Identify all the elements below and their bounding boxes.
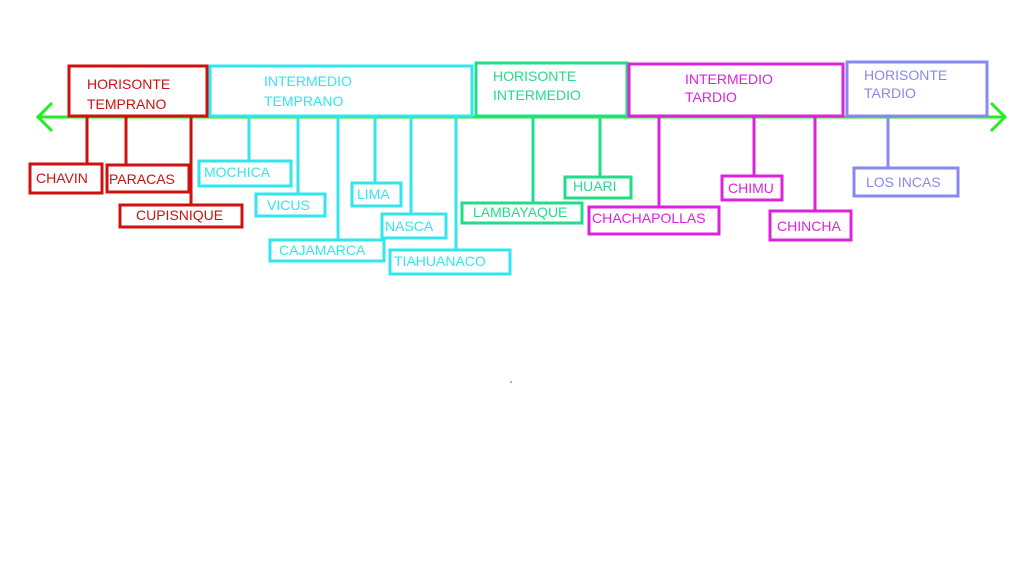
period-label-line: INTERMEDIO — [264, 73, 352, 89]
period-label-line: INTERMEDIO — [493, 87, 581, 103]
period-label-line: TEMPRANO — [87, 96, 166, 112]
culture-vicus: VICUS — [254, 192, 327, 218]
culture-box — [563, 175, 633, 200]
culture-box — [28, 162, 104, 195]
culture-cupisnique: CUPISNIQUE — [118, 203, 244, 229]
culture-label: CHIMU — [728, 180, 774, 196]
cultures: CHAVIN PARACAS CUPISNIQUE MOCHICA VICUS CAJAM… — [28, 159, 960, 276]
period-label-line: TEMPRANO — [264, 93, 343, 109]
culture-label: CHAVIN — [36, 170, 88, 186]
culture-label: TIAHUANACO — [394, 253, 486, 269]
culture-chachapollas: CHACHAPOLLAS — [587, 205, 721, 236]
culture-box — [105, 163, 191, 194]
culture-lima: LIMA — [350, 181, 403, 208]
culture-box — [388, 248, 512, 276]
period-horizonte-temprano: HORISONTE TEMPRANO — [67, 64, 209, 118]
culture-label: CUPISNIQUE — [136, 207, 223, 223]
culture-huari: HUARI — [563, 175, 633, 200]
culture-box — [380, 212, 448, 240]
culture-box — [460, 201, 584, 225]
culture-los-incas: LOS INCAS — [852, 166, 960, 198]
period-intermedio-temprano: INTERMEDIO TEMPRANO — [208, 64, 474, 118]
period-horizonte-intermedio: HORISONTE INTERMEDIO — [474, 61, 629, 118]
culture-nasca: NASCA — [380, 212, 448, 240]
period-label-line: TARDIO — [864, 85, 916, 101]
culture-label: LOS INCAS — [866, 174, 941, 190]
culture-label: LIMA — [357, 186, 390, 202]
culture-box — [197, 159, 293, 188]
arrow-left-icon — [35, 101, 54, 133]
culture-mochica: MOCHICA — [197, 159, 293, 188]
culture-chincha: CHINCHA — [768, 209, 853, 242]
period-intermedio-tardio: INTERMEDIO TARDIO — [627, 62, 845, 118]
period-label-line: HORISONTE — [87, 76, 170, 92]
culture-box — [587, 205, 721, 236]
arrow-right-icon — [989, 101, 1008, 133]
culture-label: VICUS — [267, 197, 310, 213]
period-label-line: INTERMEDIO — [685, 71, 773, 87]
culture-label: PARACAS — [109, 171, 175, 187]
culture-label: NASCA — [385, 218, 434, 234]
culture-label: CAJAMARCA — [279, 242, 366, 258]
period-label-line: HORISONTE — [493, 68, 576, 84]
period-label-line: HORISONTE — [864, 67, 947, 83]
culture-label: CHINCHA — [777, 218, 841, 234]
culture-chimu: CHIMU — [720, 174, 784, 202]
culture-box — [852, 166, 960, 198]
stray-dot — [510, 381, 512, 383]
period-box — [67, 64, 209, 118]
culture-cajamarca: CAJAMARCA — [268, 238, 386, 263]
culture-box — [118, 203, 244, 229]
culture-label: CHACHAPOLLAS — [592, 210, 706, 226]
culture-box — [720, 174, 784, 202]
culture-box — [254, 192, 327, 218]
culture-label: MOCHICA — [204, 164, 271, 180]
culture-lambayaque: LAMBAYAQUE — [460, 201, 584, 225]
period-box — [845, 60, 989, 118]
culture-label: LAMBAYAQUE — [473, 204, 567, 220]
period-box — [627, 62, 845, 118]
culture-chavin: CHAVIN — [28, 162, 104, 195]
period-box — [208, 64, 474, 118]
culture-box — [768, 209, 853, 242]
culture-label: HUARI — [573, 178, 617, 194]
connectors — [85, 117, 890, 250]
period-box — [474, 61, 629, 118]
period-label-line: TARDIO — [685, 89, 737, 105]
periods: HORISONTETEMPRANOINTERMEDIOTEMPRANOHORIS… — [67, 60, 989, 118]
period-horizonte-tardio: HORISONTE TARDIO — [845, 60, 989, 118]
culture-box — [350, 181, 403, 208]
culture-box — [268, 238, 386, 263]
culture-paracas: PARACAS — [105, 163, 191, 194]
culture-tiahuanaco: TIAHUANACO — [388, 248, 512, 276]
